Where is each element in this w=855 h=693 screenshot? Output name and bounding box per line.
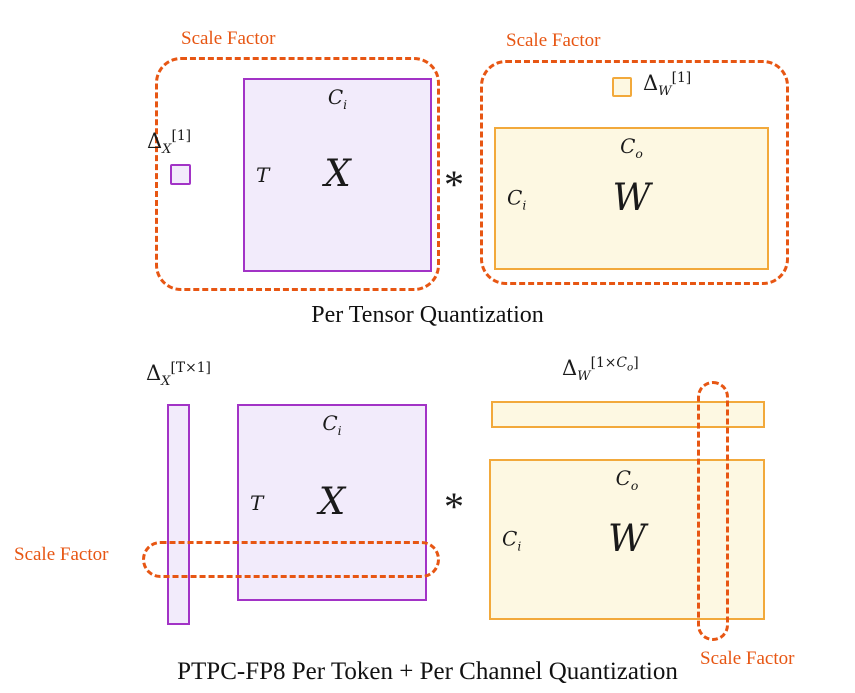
delta-sup: [T×1] xyxy=(170,360,211,376)
delta-x-label-bottom: ΔX[T×1] xyxy=(146,360,211,389)
multiply-operator-top: * xyxy=(444,162,464,207)
x-matrix-top: Ci T X xyxy=(243,78,432,272)
x-scale-swatch-top xyxy=(170,164,191,185)
t-label: T xyxy=(256,163,270,187)
ci-label: Ci xyxy=(327,85,348,112)
scale-factor-label-top-left: Scale Factor xyxy=(181,28,276,49)
w-scale-swatch-top xyxy=(612,77,632,97)
delta-symbol: Δ xyxy=(562,356,578,380)
ci-label: Ci xyxy=(507,185,527,212)
t-label: T xyxy=(250,490,264,515)
scale-factor-label-top-right: Scale Factor xyxy=(506,30,601,51)
delta-sub: W xyxy=(577,369,591,385)
per-channel-column-highlight xyxy=(697,381,729,641)
per-tensor-x-scale-region xyxy=(155,57,440,291)
delta-sub: X xyxy=(161,374,171,390)
delta-w-label-bottom: ΔW[1×Co] xyxy=(562,355,639,384)
scale-factor-label-bottom-right: Scale Factor xyxy=(700,648,795,669)
scale-factor-label-bottom-left: Scale Factor xyxy=(14,544,109,565)
w-matrix-top: Co Ci W xyxy=(494,127,769,270)
ci-label: Ci xyxy=(322,411,342,438)
delta-symbol: Δ xyxy=(643,71,659,95)
delta-sub: W xyxy=(658,84,672,100)
w-scale-row-vector xyxy=(491,401,765,428)
per-tensor-caption: Per Tensor Quantization xyxy=(311,302,544,328)
delta-sup: [1] xyxy=(171,128,192,144)
ci-label: Ci xyxy=(502,526,522,553)
delta-w-label-top: ΔW[1] xyxy=(643,70,691,99)
x-scale-column-vector xyxy=(167,404,190,625)
delta-symbol: Δ xyxy=(146,361,162,385)
delta-sub: X xyxy=(162,142,172,158)
w-label: W xyxy=(612,175,651,219)
w-label: W xyxy=(607,516,647,560)
multiply-operator-bottom: * xyxy=(444,484,464,529)
per-tensor-w-scale-region xyxy=(480,60,789,285)
co-label: Co xyxy=(620,134,643,161)
co-label: Co xyxy=(615,466,639,493)
delta-symbol: Δ xyxy=(147,129,163,153)
delta-x-label-top: ΔX[1] xyxy=(147,128,191,157)
w-matrix-bottom: Co Ci W xyxy=(489,459,765,620)
delta-sup: [1×Co] xyxy=(590,355,639,374)
ptpc-caption: PTPC-FP8 Per Token + Per Channel Quantiz… xyxy=(177,658,678,685)
x-matrix-bottom: Ci T X xyxy=(237,404,427,601)
delta-sup: [1] xyxy=(671,70,692,86)
x-label: X xyxy=(324,151,351,195)
x-label: X xyxy=(318,479,346,523)
per-token-row-highlight xyxy=(142,541,440,578)
